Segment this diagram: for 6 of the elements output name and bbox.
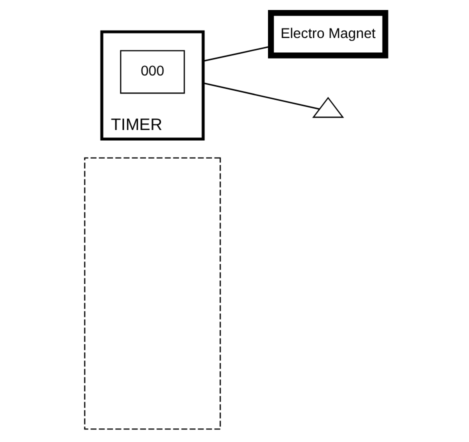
node-box: Electro Magnet: [268, 10, 388, 58]
connector: [202, 46, 270, 62]
node-box: 000: [120, 50, 184, 94]
node-box: [84, 157, 220, 430]
node-triangle: [312, 96, 344, 118]
connector: [202, 82, 320, 110]
